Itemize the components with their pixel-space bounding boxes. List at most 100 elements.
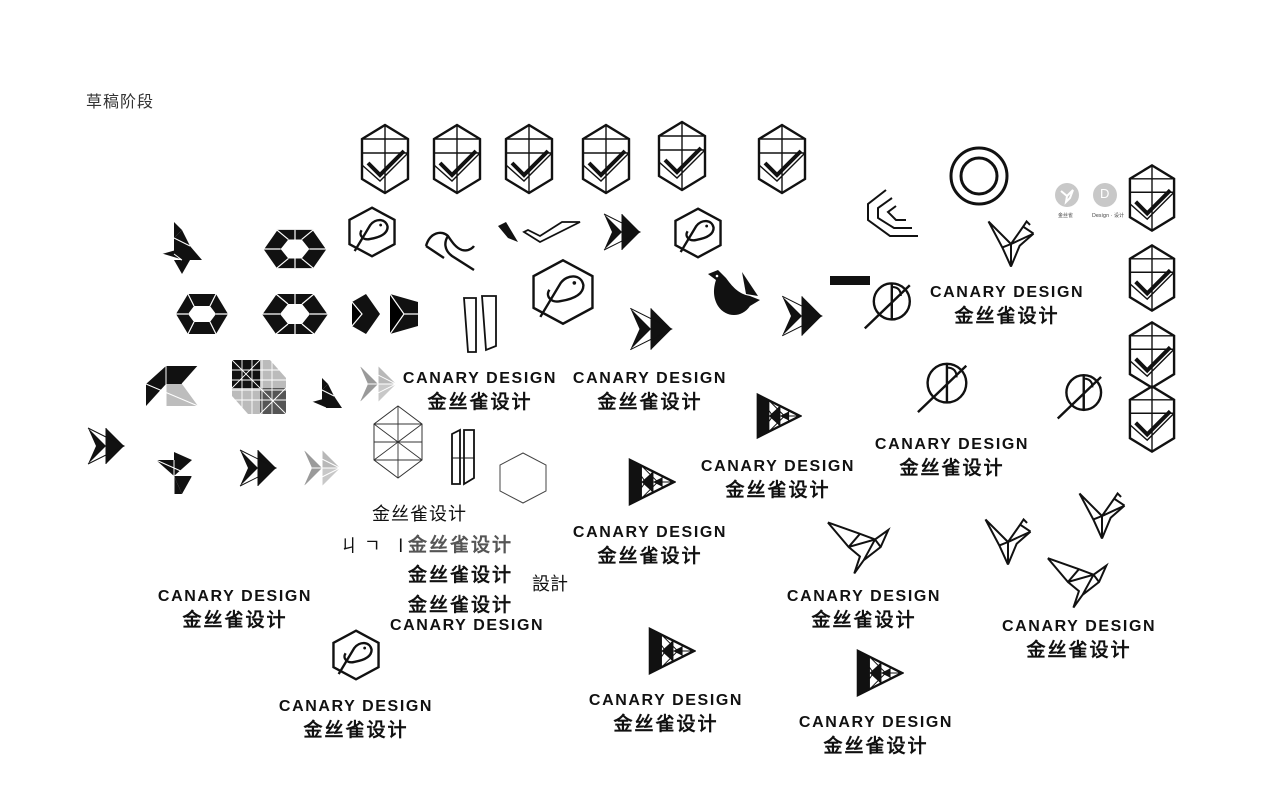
- tangram-arrow-grey-1: [358, 362, 398, 406]
- brand-cn: 金丝雀设计: [597, 545, 703, 567]
- tangram-grey-mark: [144, 364, 200, 408]
- brand-en: CANARY DESIGN: [1002, 618, 1157, 635]
- tangram-arrow-1: [602, 210, 642, 254]
- brand-cn: 金丝雀设计: [182, 609, 288, 631]
- bird-check-icon: [498, 218, 582, 248]
- brand-lockup-7: CANARY DESIGN 金丝雀设计: [156, 586, 314, 632]
- brand-lockup-5: CANARY DESIGN 金丝雀设计: [874, 434, 1030, 480]
- origami-bird-1: [984, 218, 1038, 270]
- brand-cn: 金丝雀设计: [899, 457, 1005, 479]
- tri-play-mark-2: [628, 456, 676, 508]
- hex-outline-icon: [498, 452, 548, 504]
- bird-line-icon: [422, 224, 478, 272]
- tangram-arrow-grey-2: [302, 446, 342, 490]
- brand-cn: 金丝雀设计: [303, 719, 409, 741]
- tangram-ring-3: [260, 292, 330, 336]
- hex-bird-sketch-1: [656, 120, 708, 192]
- d-badge-icon: [1093, 183, 1117, 207]
- dove-origami-1: [826, 518, 892, 576]
- brand-en: CANARY DESIGN: [798, 714, 954, 731]
- sketch-text-bold-2: 金丝雀设计: [408, 594, 514, 616]
- hex-bird-sketch-3: [672, 198, 724, 268]
- sketch-text-partial: 金丝雀设计: [408, 534, 514, 556]
- tangram-ring-2: [176, 292, 228, 336]
- brand-lockup-11: CANARY DESIGN 金丝雀设计: [586, 690, 746, 736]
- brand-en: CANARY DESIGN: [786, 588, 942, 605]
- bird-badge-icon: [1055, 183, 1079, 207]
- gem-outline-icon: [372, 404, 424, 480]
- hex-check-sketch-1: [360, 123, 410, 195]
- brand-lockup-2: CANARY DESIGN 金丝雀设计: [400, 368, 560, 414]
- tri-play-mark-1: [756, 392, 802, 440]
- brand-cn: 金丝雀设计: [811, 609, 917, 631]
- brand-en: CANARY DESIGN: [930, 284, 1085, 301]
- brand-cn: 金丝雀设计: [725, 479, 831, 501]
- badge-label-1: 金丝雀: [1058, 213, 1074, 219]
- brand-en: CANARY DESIGN: [700, 458, 856, 475]
- brand-en: CANARY DESIGN: [402, 370, 558, 387]
- brand-en: CANARY DESIGN: [874, 436, 1030, 453]
- tangram-ring-4: [350, 292, 418, 336]
- brand-cn: 金丝雀设计: [954, 305, 1060, 327]
- tangram-bird-2: [310, 378, 342, 414]
- brand-lockup-6: CANARY DESIGN 金丝雀设计: [570, 522, 730, 568]
- ring-d-mark-1: [862, 278, 918, 332]
- hex-check-sketch-5: [756, 123, 808, 195]
- brand-cn: 金丝雀设计: [597, 391, 703, 413]
- tangram-arrow-3: [780, 294, 824, 338]
- brand-cn: 金丝雀设计: [1026, 639, 1132, 661]
- page-title: 草稿阶段: [86, 92, 155, 111]
- hex-check-right-2: [1128, 243, 1176, 313]
- tri-play-mark-3: [648, 626, 696, 676]
- sketch-text-trad: 設計: [532, 574, 568, 595]
- bar-icon: [830, 276, 870, 285]
- d-badge-letter: D: [1100, 186, 1110, 201]
- ring-d-mark-2: [916, 358, 974, 416]
- sketch-text-plain: 金丝雀设计: [372, 504, 467, 525]
- tangram-arrow-2: [628, 304, 674, 354]
- brand-lockup-8: CANARY DESIGN 金丝雀设计: [786, 586, 942, 632]
- tangram-bird-icon: [160, 222, 202, 274]
- brand-lockup-12: CANARY DESIGN 金丝雀设计: [796, 712, 956, 758]
- brand-cn: 金丝雀设计: [613, 713, 719, 735]
- tangram-arrow-left: [86, 422, 126, 470]
- badge-label-2: Design · 设计: [1092, 213, 1125, 219]
- brand-lockup-9: CANARY DESIGN 金丝雀设计: [1002, 616, 1156, 662]
- tangram-ring-1: [260, 228, 330, 270]
- brand-en: CANARY DESIGN: [572, 370, 728, 387]
- parallel-bars-2: [450, 428, 476, 486]
- brand-en: CANARY DESIGN: [157, 588, 313, 605]
- c-lines-icon: [866, 188, 920, 238]
- brand-lockup-3: CANARY DESIGN 金丝雀设计: [570, 368, 730, 414]
- origami-bird-3: [1076, 490, 1128, 542]
- hex-check-sketch-4: [578, 123, 634, 195]
- brand-en: CANARY DESIGN: [278, 698, 434, 715]
- hex-bird-sketch-2: [346, 198, 398, 266]
- hex-bird-large: [528, 258, 598, 326]
- brand-lockup-10: CANARY DESIGN 金丝雀设计: [278, 696, 434, 742]
- hex-check-right-4: [1128, 384, 1176, 454]
- ring-d-mark-3: [1054, 370, 1110, 422]
- ring-icon: [948, 145, 1010, 207]
- tri-play-mark-4: [856, 648, 904, 698]
- hex-check-sketch-3: [504, 123, 554, 195]
- sketch-en-text: CANARY DESIGN: [390, 617, 545, 634]
- brand-en: CANARY DESIGN: [588, 692, 744, 709]
- brand-lockup-4: CANARY DESIGN 金丝雀设计: [698, 456, 858, 502]
- sketch-text-bold-1: 金丝雀设计: [408, 564, 514, 586]
- brand-en: CANARY DESIGN: [572, 524, 728, 541]
- tangram-grid-mark: [230, 358, 288, 416]
- hex-check-right-1: [1128, 163, 1176, 233]
- origami-bird-2: [982, 516, 1034, 568]
- parallel-bars-icon: [460, 294, 500, 354]
- dove-origami-2: [1046, 554, 1110, 610]
- hex-check-sketch-2: [432, 123, 482, 195]
- sketch-glyphs: ㄐㄱ l: [340, 536, 410, 557]
- tangram-bird-3: [154, 452, 194, 494]
- tangram-arrow-4: [238, 446, 278, 490]
- hex-check-right-3: [1128, 320, 1176, 390]
- hex-bird-bottom: [330, 626, 382, 684]
- brand-cn: 金丝雀设计: [427, 391, 533, 413]
- solid-bird-icon: [708, 270, 760, 315]
- brand-cn: 金丝雀设计: [823, 735, 929, 757]
